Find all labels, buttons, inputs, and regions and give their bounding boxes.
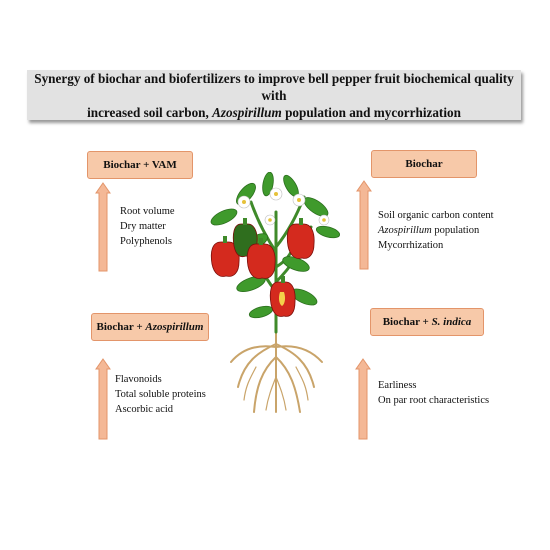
up-arrow-icon: [356, 180, 372, 270]
biochar-effects: Soil organic carbon content Azospirillum…: [378, 208, 494, 253]
up-arrow-icon: [355, 358, 371, 440]
pepper-fruit-icon: [210, 223, 315, 317]
title-line-2: increased soil carbon, Azospirillum popu…: [87, 104, 461, 120]
effect-item: Root volume: [120, 206, 175, 217]
up-arrow-icon: [95, 182, 111, 272]
biochar-azospirillum-effects: Flavonoids Total soluble proteins Ascorb…: [115, 372, 206, 417]
effect-item: Polyphenols: [120, 236, 172, 247]
biochar-vam-label: Biochar + VAM: [87, 151, 193, 179]
biochar-s-indica-label: Biochar + S. indica: [370, 308, 484, 336]
effect-item: Flavonoids: [115, 374, 162, 385]
effect-item: Total soluble proteins: [115, 389, 206, 400]
title-line-1: Synergy of biochar and biofertilizers to…: [34, 70, 514, 103]
roots-icon: [230, 329, 323, 413]
biochar-label: Biochar: [371, 150, 477, 178]
bell-pepper-plant-icon: [210, 172, 341, 413]
effect-item: Ascorbic acid: [115, 404, 174, 415]
diagram-title: Synergy of biochar and biofertilizers to…: [27, 70, 521, 120]
biochar-vam-effects: Root volume Dry matter Polyphenols: [120, 204, 175, 249]
effect-item: On par root characteristics: [378, 395, 490, 406]
up-arrow-icon: [95, 358, 111, 440]
biochar-azospirillum-label: Biochar + Azospirillum: [91, 313, 209, 341]
biochar-s-indica-effects: Earliness On par root characteristics: [378, 378, 489, 408]
effect-item: Earliness: [378, 380, 417, 391]
effect-item: Dry matter: [120, 221, 166, 232]
effect-item: Mycorrhization: [378, 240, 444, 251]
effect-item: Azospirillum population: [378, 225, 480, 236]
effect-item: Soil organic carbon content: [378, 210, 494, 221]
